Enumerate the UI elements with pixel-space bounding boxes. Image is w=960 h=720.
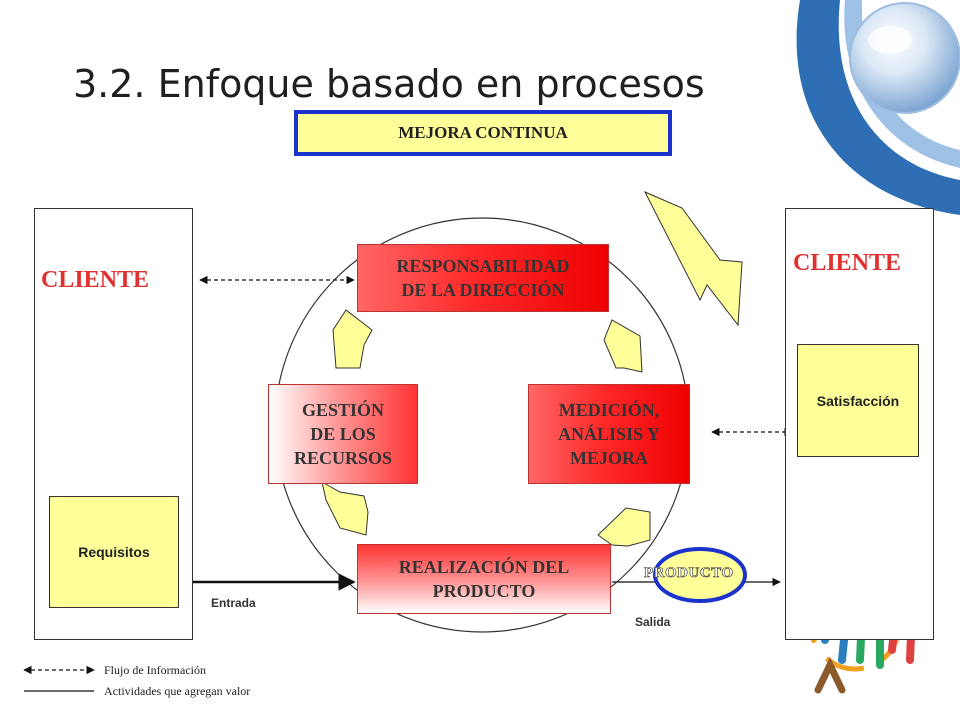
chevron-down-left-arrow-icon	[321, 481, 369, 536]
legend-value-activities: Actividades que agregan valor	[104, 684, 251, 698]
entrada-label: Entrada	[211, 596, 256, 610]
producto-label: PRODUCTO	[644, 565, 734, 582]
satisfaccion-box: Satisfacción	[797, 344, 919, 457]
logo-graphic	[796, 0, 960, 215]
realizacion-producto-box: REALIZACIÓN DEL PRODUCTO	[357, 544, 611, 614]
chevron-up-right-arrow-icon-2	[597, 507, 651, 547]
chevron-up-arrow-icon	[332, 309, 373, 369]
salida-label: Salida	[635, 615, 671, 629]
responsabilidad-direccion-box: RESPONSABILIDAD DE LA DIRECCIÓN	[357, 244, 609, 312]
chevron-up-right-arrow-icon	[603, 319, 643, 373]
mejora-continua-box: MEJORA CONTINUA	[294, 110, 672, 156]
legend-info-flow: Flujo de Información	[104, 663, 206, 677]
requisitos-box: Requisitos	[49, 496, 179, 608]
gestion-recursos-box: GESTIÓN DE LOS RECURSOS	[268, 384, 418, 484]
right-client-label: CLIENTE	[793, 250, 902, 276]
medicion-analisis-mejora-box: MEDICIÓN, ANÁLISIS Y MEJORA	[528, 384, 690, 484]
producto-oval	[653, 547, 747, 603]
left-client-label: CLIENTE	[41, 267, 150, 293]
improvement-arrow-icon	[643, 190, 743, 327]
page-title: 3.2. Enfoque basado en procesos	[73, 62, 705, 106]
cycle-arrows	[321, 190, 743, 547]
